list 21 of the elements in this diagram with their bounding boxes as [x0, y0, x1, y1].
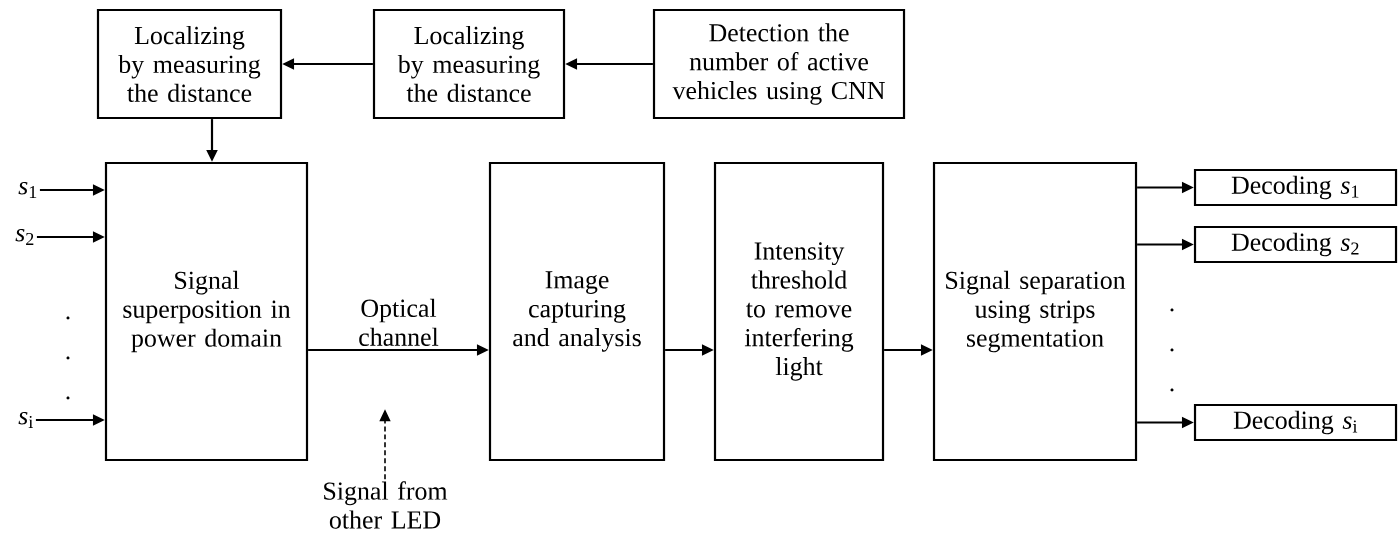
process-box: Localizing by measuring the distance — [372, 8, 566, 120]
signal-label: s$_{i}$ — [18, 412, 33, 428]
edge-label: Optical channel — [359, 298, 439, 346]
process-box: Decoding s$_{1}$ — [1193, 168, 1398, 207]
process-box: Localizing by measuring the distance — [96, 8, 283, 120]
signal-label: s$_{1}$ — [18, 182, 37, 198]
process-box: Detection the number of active vehicles using CNN — [652, 8, 906, 120]
ellipsis-dot: . — [1170, 348, 1174, 352]
process-box: Intensity threshold to remove interfering light — [713, 161, 885, 462]
source-text: Signal from other LED — [324, 481, 448, 529]
process-box: Signal superposition in power domain — [104, 161, 309, 462]
ellipsis-dot: . — [1170, 388, 1174, 392]
ellipsis-dot: . — [1170, 308, 1174, 312]
process-box: Signal separation using strips segmentation — [932, 161, 1138, 462]
process-box: Decoding s$_{i}$ — [1193, 403, 1398, 442]
ellipsis-dot: . — [66, 396, 70, 400]
ellipsis-dot: . — [66, 316, 70, 320]
signal-label: s$_{2}$ — [15, 229, 34, 245]
process-box: Image capturing and analysis — [488, 161, 666, 462]
ellipsis-dot: . — [66, 356, 70, 360]
process-box: Decoding s$_{2}$ — [1193, 225, 1398, 264]
